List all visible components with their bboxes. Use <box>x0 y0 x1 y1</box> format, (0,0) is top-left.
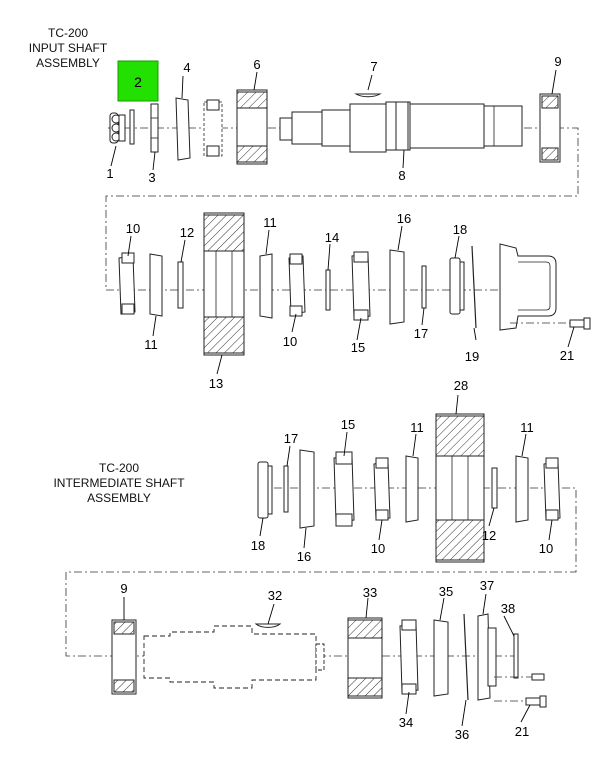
callout-17: 17 <box>414 326 428 341</box>
callout-6: 6 <box>253 57 260 72</box>
part-16-cup-b <box>299 449 315 529</box>
part-34-cone <box>399 623 419 693</box>
part-33-gear <box>347 617 383 699</box>
part-intermediate-shaft <box>143 625 325 689</box>
part-6-gear <box>236 89 268 165</box>
callout-14: 14 <box>325 230 339 245</box>
input-title-line2: INPUT SHAFT <box>29 41 108 55</box>
part-2-highlight[interactable]: 2 <box>117 60 159 102</box>
callout-9: 9 <box>554 54 561 69</box>
input-title-line3: ASSEMBLY <box>36 56 100 70</box>
callout-15: 15 <box>341 417 355 432</box>
callout-16: 16 <box>297 549 311 564</box>
callout-36: 36 <box>455 727 469 742</box>
callout-33: 33 <box>363 585 377 600</box>
callout-12: 12 <box>482 528 496 543</box>
part-11-cup-c <box>405 455 419 523</box>
intermediate-title-line1: TC-200 <box>99 461 139 475</box>
callout-21: 21 <box>515 724 529 739</box>
input-title-line1: TC-200 <box>48 26 88 40</box>
part-35-cup <box>433 619 449 697</box>
part-21-bolt-a <box>510 317 591 330</box>
callout-11: 11 <box>263 215 277 230</box>
part-17-shim-b <box>283 465 289 513</box>
callout-37: 37 <box>480 578 494 593</box>
part-36-gasket <box>463 613 469 701</box>
callout-11: 11 <box>144 337 158 352</box>
part-4-cup <box>175 97 191 161</box>
callout-13: 13 <box>209 376 223 391</box>
part-15-cone <box>351 253 371 319</box>
part-11-cup-a <box>149 253 163 317</box>
callout-34: 34 <box>399 715 413 730</box>
part-19-gasket <box>471 245 477 329</box>
part-15-cone-b <box>333 455 355 523</box>
part-12-spacer-b <box>491 467 498 509</box>
callout-21: 21 <box>560 348 574 363</box>
part-9-flange-bottom <box>111 619 137 695</box>
callout-10: 10 <box>283 334 297 349</box>
part-16-cup <box>389 249 405 325</box>
intermediate-title-line3: ASSEMBLY <box>87 491 151 505</box>
leader-lines <box>110 69 575 727</box>
part-38-shim <box>513 633 519 679</box>
part-7-key <box>354 93 382 98</box>
callout-35: 35 <box>439 584 453 599</box>
part-11-cup-d <box>515 455 529 523</box>
part-13-large-gear <box>203 212 245 356</box>
callout-10: 10 <box>539 541 553 556</box>
part-bearing-cone-top <box>203 99 223 157</box>
callout-10: 10 <box>371 541 385 556</box>
part-1-clip <box>109 112 126 144</box>
part-32-key <box>254 623 282 628</box>
callout-18: 18 <box>453 222 467 237</box>
centerlines <box>65 127 579 657</box>
callout-17: 17 <box>284 431 298 446</box>
part-18-ring-b <box>257 461 273 519</box>
callout-numbers: 1 3 4 6 7 8 9 10 11 12 11 10 14 16 15 17… <box>106 54 574 742</box>
callout-1: 1 <box>106 166 113 181</box>
part-3-ring <box>150 103 159 153</box>
callout-9: 9 <box>120 581 127 596</box>
callout-38: 38 <box>501 601 515 616</box>
callout-11: 11 <box>410 420 424 435</box>
part-11-cup-b <box>259 253 273 319</box>
callout-3: 3 <box>148 170 155 185</box>
part-10-cone-b <box>288 255 306 315</box>
callout-19: 19 <box>465 349 479 364</box>
callout-2[interactable]: 2 <box>134 74 142 90</box>
callout-15: 15 <box>351 340 365 355</box>
intermediate-title-line2: INTERMEDIATE SHAFT <box>53 476 185 490</box>
part-17-shim <box>421 265 427 309</box>
callout-32: 32 <box>268 588 282 603</box>
callout-7: 7 <box>370 59 377 74</box>
part-cover <box>499 243 557 331</box>
callout-4: 4 <box>183 60 190 75</box>
callout-28: 28 <box>454 378 468 393</box>
callout-18: 18 <box>251 538 265 553</box>
highlight-box[interactable] <box>117 60 159 102</box>
part-2-washer <box>129 109 135 145</box>
part-28-large-gear <box>435 413 485 563</box>
part-9-flange-top <box>539 93 561 163</box>
callout-8: 8 <box>398 168 405 183</box>
part-8-input-shaft <box>279 101 523 153</box>
part-12-spacer <box>177 261 184 309</box>
callout-10: 10 <box>126 221 140 236</box>
callout-11: 11 <box>520 420 534 435</box>
part-18-ring <box>449 257 465 315</box>
part-14-washer <box>325 269 331 311</box>
callout-12: 12 <box>180 225 194 240</box>
part-37-cover <box>477 613 497 701</box>
part-21-bolt-b <box>494 673 547 708</box>
callout-16: 16 <box>397 211 411 226</box>
